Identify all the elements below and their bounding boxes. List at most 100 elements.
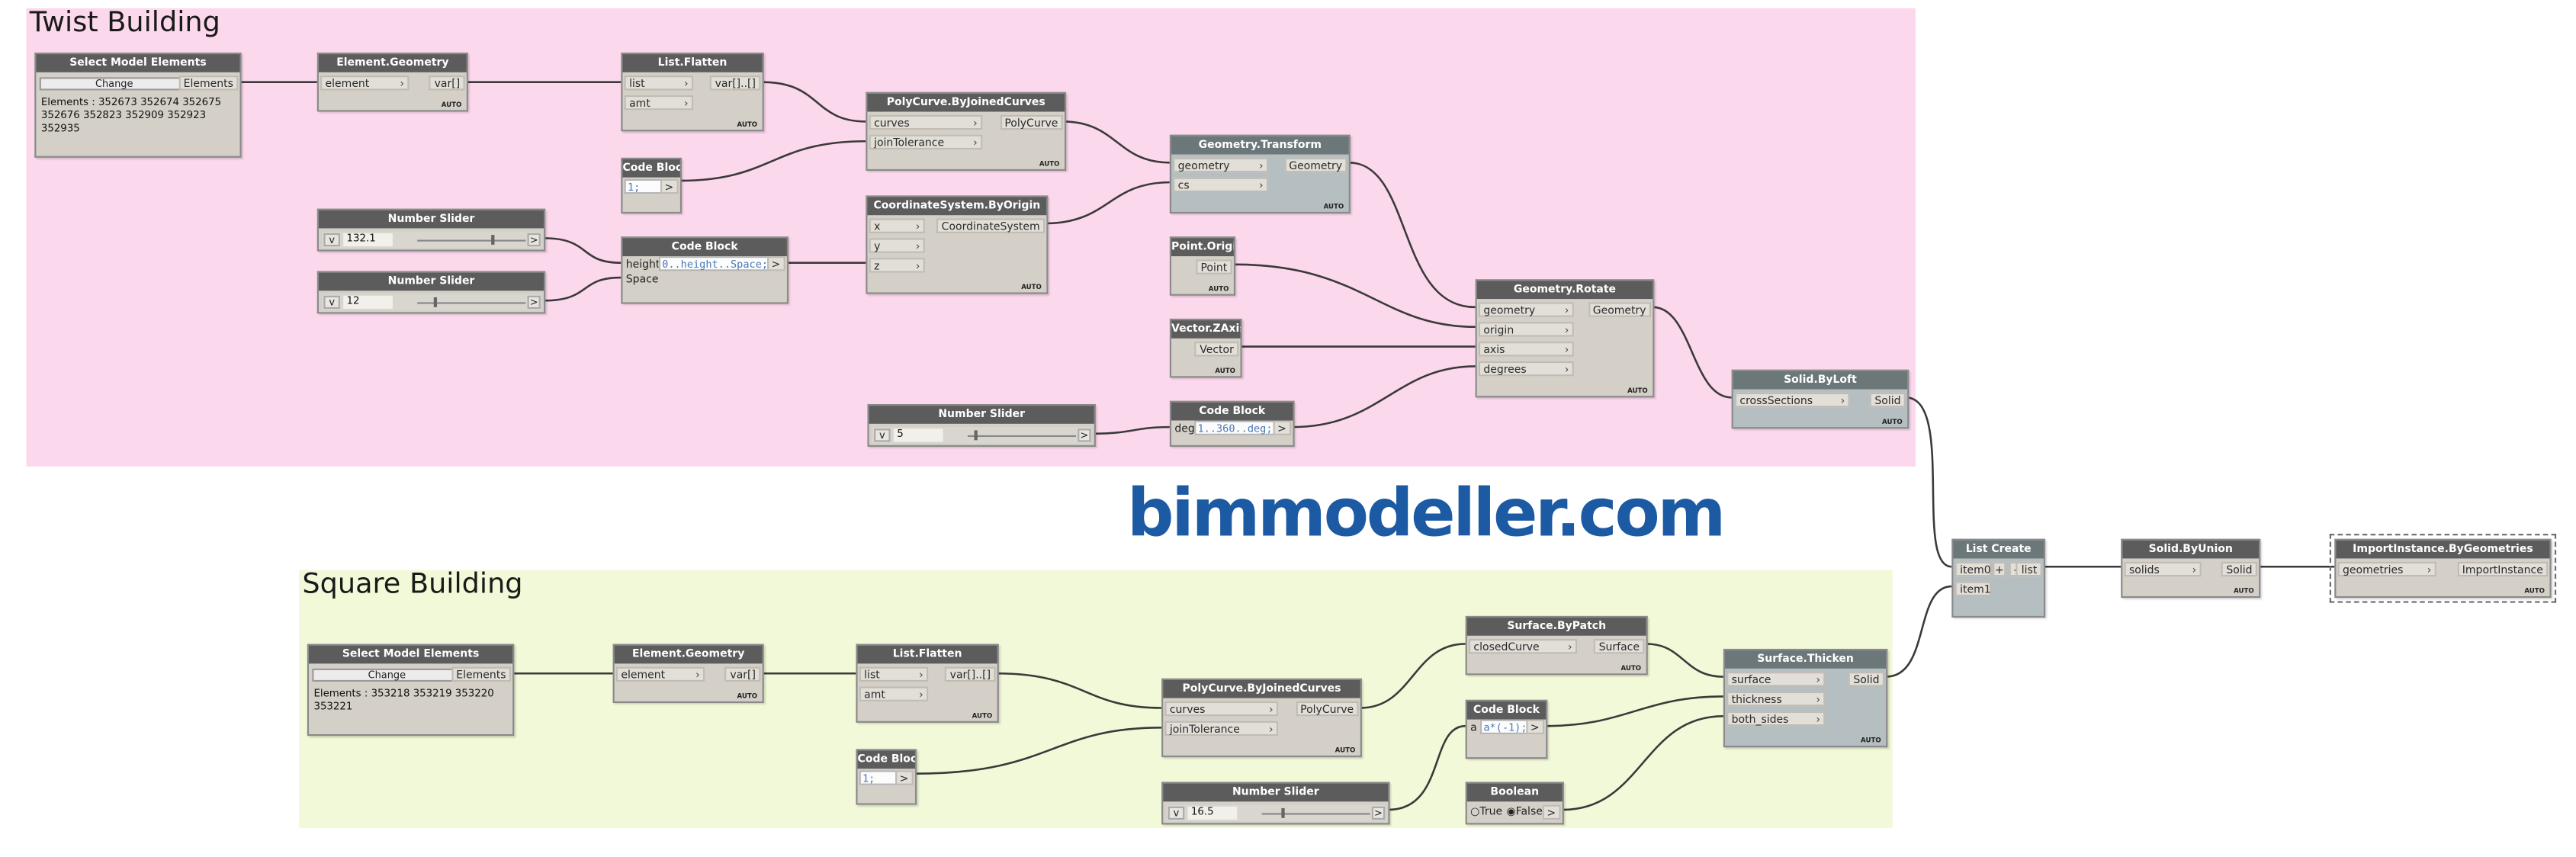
output-port-solid[interactable]: Solid (1848, 672, 1884, 687)
input-port-y[interactable]: y› (869, 238, 925, 253)
group-square-building[interactable]: Square Building (299, 568, 1893, 828)
code-editor[interactable]: a*(-1); (1480, 719, 1533, 734)
node-code-block-twist-3[interactable]: Code Block deg 1..360..deg; > (1169, 400, 1295, 447)
node-polycurve-by-joined-curves-square[interactable]: PolyCurve.ByJoinedCurves curves› joinTol… (1161, 678, 1362, 758)
input-port-curves[interactable]: curves› (1164, 701, 1279, 717)
input-port-both-sides[interactable]: both_sides› (1726, 711, 1826, 727)
output-port-polycurve[interactable]: PolyCurve (999, 114, 1063, 130)
slider-expand-toggle[interactable]: v (323, 233, 340, 247)
output-port-list[interactable]: list (2016, 561, 2042, 577)
input-port-surface[interactable]: surface› (1726, 672, 1826, 687)
output-port-geometry[interactable]: Geometry (1588, 302, 1652, 317)
input-port-curves[interactable]: curves› (869, 114, 983, 130)
code-editor[interactable]: 1; (859, 770, 904, 785)
slider-expand-toggle[interactable]: v (874, 428, 891, 442)
code-editor[interactable]: 1..360..deg; (1194, 420, 1277, 435)
input-port-element[interactable]: element› (615, 666, 705, 682)
input-port-cs[interactable]: cs› (1173, 177, 1269, 193)
input-port-element[interactable]: element› (320, 75, 410, 91)
output-port[interactable]: > (1541, 804, 1561, 820)
input-port-height[interactable]: height (625, 258, 660, 271)
output-port-var[interactable]: var[]..[] (710, 75, 761, 91)
slider-thumb[interactable] (1281, 807, 1285, 818)
radio-true[interactable]: ○True (1470, 804, 1503, 818)
input-port-a[interactable]: a (1470, 721, 1477, 734)
input-port-cross-sections[interactable]: crossSections› (1734, 392, 1850, 408)
node-code-block-square-2[interactable]: Code Block a a*(-1); > (1465, 699, 1548, 759)
radio-false[interactable]: ◉False (1506, 804, 1543, 818)
slider-expand-toggle[interactable]: v (323, 295, 340, 310)
slider-track[interactable] (417, 302, 526, 304)
input-port-geometry[interactable]: geometry› (1478, 302, 1574, 317)
node-code-block-twist-2[interactable]: Code Block height 0..height..Space; Spac… (621, 236, 789, 304)
output-port[interactable]: > (527, 233, 541, 247)
output-port-var[interactable]: var[]..[] (945, 666, 996, 682)
slider-track[interactable] (1261, 813, 1370, 815)
change-button[interactable]: Change (39, 77, 189, 91)
output-port-solid[interactable]: Solid (2221, 561, 2258, 577)
slider-value[interactable]: 12 (343, 295, 393, 310)
slider-track[interactable] (417, 239, 526, 242)
node-list-flatten-square[interactable]: List.Flatten list› amt› var[]..[] AUTO (856, 644, 999, 723)
node-number-slider-square[interactable]: Number Slider v 16.5 > (1161, 782, 1390, 825)
output-port[interactable]: > (1525, 719, 1545, 734)
input-port-geometries[interactable]: geometries› (2337, 561, 2436, 577)
node-number-slider-2[interactable]: Number Slider v 12 > (316, 271, 546, 314)
add-input-button[interactable]: + (1993, 561, 2006, 577)
output-port-var[interactable]: var[] (724, 666, 761, 682)
output-port[interactable]: > (1272, 420, 1292, 435)
slider-value[interactable]: 132.1 (343, 233, 393, 247)
output-port-point[interactable]: Point (1196, 259, 1232, 274)
change-button[interactable]: Change (312, 668, 462, 682)
node-polycurve-by-joined-curves-twist[interactable]: PolyCurve.ByJoinedCurves curves› joinTol… (866, 91, 1067, 172)
node-element-geometry-square[interactable]: Element.Geometry element› var[] AUTO (612, 644, 764, 704)
input-port-axis[interactable]: axis› (1478, 342, 1574, 357)
number-slider[interactable]: v 5 > (872, 427, 1091, 444)
node-geometry-rotate[interactable]: Geometry.Rotate geometry› origin› axis› … (1475, 279, 1655, 398)
output-port[interactable]: > (895, 770, 914, 785)
number-slider[interactable]: v 12 > (322, 294, 541, 311)
number-slider[interactable]: v 132.1 > (322, 231, 541, 249)
output-port[interactable]: > (766, 256, 785, 271)
node-boolean[interactable]: Boolean ○True ◉False > (1465, 782, 1564, 825)
output-port-elements[interactable]: Elements (451, 666, 511, 682)
input-port-degrees[interactable]: degrees› (1478, 361, 1574, 377)
node-number-slider-3[interactable]: Number Slider v 5 > (867, 403, 1096, 447)
node-point-origin[interactable]: Point.Origin Point AUTO (1169, 236, 1236, 296)
output-port-var[interactable]: var[] (429, 75, 465, 91)
input-port-z[interactable]: z› (869, 258, 925, 273)
node-code-block-square-1[interactable]: Code Block 1; > (856, 749, 917, 805)
output-port-vector[interactable]: Vector (1194, 342, 1239, 357)
input-port-join-tolerance[interactable]: joinTolerance› (869, 134, 983, 150)
node-vector-zaxis[interactable]: Vector.ZAxis Vector AUTO (1169, 318, 1242, 378)
input-port-origin[interactable]: origin› (1478, 322, 1574, 337)
node-select-model-elements-twist[interactable]: Select Model Elements Change Elements El… (34, 52, 242, 158)
input-port-space[interactable]: Space (625, 272, 659, 286)
code-editor[interactable]: 0..height..Space; (658, 256, 771, 271)
slider-thumb[interactable] (974, 430, 978, 441)
output-port-polycurve[interactable]: PolyCurve (1295, 701, 1359, 717)
input-port-geometry[interactable]: geometry› (1173, 157, 1269, 173)
input-port-join-tolerance[interactable]: joinTolerance› (1164, 721, 1279, 737)
input-port-thickness[interactable]: thickness› (1726, 691, 1826, 707)
input-port-solids[interactable]: solids› (2124, 561, 2202, 577)
output-port-coordinate-system[interactable]: CoordinateSystem (936, 218, 1045, 233)
input-port-amt[interactable]: amt› (624, 95, 694, 111)
node-solid-by-union[interactable]: Solid.ByUnion solids› Solid AUTO (2121, 538, 2261, 599)
node-geometry-transform[interactable]: Geometry.Transform geometry› cs› Geometr… (1169, 134, 1351, 214)
node-solid-by-loft[interactable]: Solid.ByLoft crossSections› Solid AUTO (1731, 369, 1910, 429)
output-port[interactable]: > (1078, 428, 1091, 442)
node-coordinate-system-by-origin[interactable]: CoordinateSystem.ByOrigin x› y› z› Coord… (866, 195, 1049, 294)
input-port-deg[interactable]: deg (1174, 422, 1195, 435)
output-port-surface[interactable]: Surface (1594, 639, 1645, 654)
slider-track[interactable] (967, 435, 1077, 438)
node-surface-thicken[interactable]: Surface.Thicken surface› thickness› both… (1723, 648, 1888, 748)
node-list-create[interactable]: List Create item0 item1 + - list (1951, 538, 2046, 618)
node-code-block-twist-1[interactable]: Code Block 1; > (621, 157, 683, 214)
input-port-list[interactable]: list› (859, 666, 929, 682)
output-port[interactable]: > (527, 295, 541, 310)
number-slider[interactable]: v 16.5 > (1166, 804, 1386, 822)
node-list-flatten-twist[interactable]: List.Flatten list› amt› var[]..[] AUTO (621, 52, 764, 132)
input-port-item1[interactable]: item1 (1954, 581, 1992, 597)
